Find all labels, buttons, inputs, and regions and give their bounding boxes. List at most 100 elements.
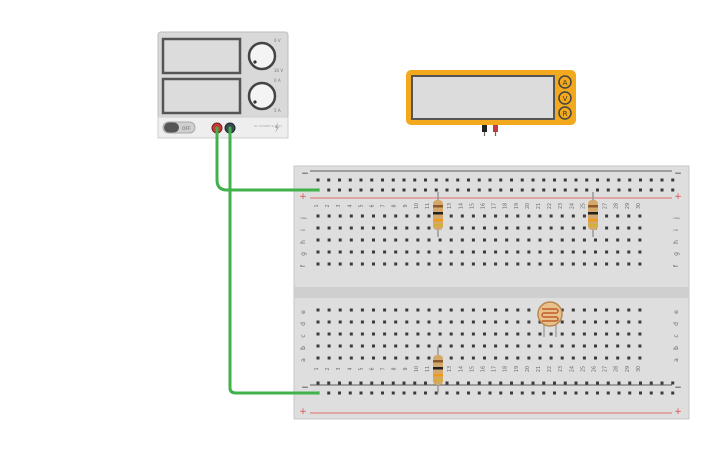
rail-hole[interactable]	[617, 381, 621, 385]
breadboard-hole[interactable]	[349, 238, 353, 242]
breadboard-hole[interactable]	[516, 250, 520, 254]
breadboard-hole[interactable]	[505, 332, 509, 336]
rail-hole[interactable]	[391, 178, 395, 182]
breadboard-hole[interactable]	[405, 332, 409, 336]
rail-hole[interactable]	[574, 391, 578, 395]
rail-hole[interactable]	[402, 178, 406, 182]
breadboard-hole[interactable]	[483, 226, 486, 230]
resistor-r2[interactable]	[588, 192, 598, 237]
rail-hole[interactable]	[467, 188, 470, 192]
breadboard-hole[interactable]	[549, 250, 553, 254]
breadboard-hole[interactable]	[627, 332, 631, 336]
breadboard-hole[interactable]	[438, 344, 442, 348]
breadboard-hole[interactable]	[560, 238, 564, 242]
breadboard-hole[interactable]	[571, 356, 575, 360]
breadboard-hole[interactable]	[505, 214, 509, 218]
breadboard-hole[interactable]	[394, 214, 398, 218]
breadboard-hole[interactable]	[638, 226, 642, 230]
breadboard-hole[interactable]	[594, 356, 597, 360]
rail-hole[interactable]	[488, 381, 492, 385]
rail-hole[interactable]	[520, 391, 524, 395]
breadboard-hole[interactable]	[383, 250, 387, 254]
breadboard-hole[interactable]	[372, 344, 375, 348]
breadboard-hole[interactable]	[427, 320, 431, 324]
breadboard-hole[interactable]	[516, 320, 520, 324]
breadboard-hole[interactable]	[571, 226, 575, 230]
breadboard-hole[interactable]	[527, 226, 531, 230]
rail-hole[interactable]	[563, 188, 567, 192]
breadboard-hole[interactable]	[494, 332, 498, 336]
rail-hole[interactable]	[617, 178, 621, 182]
breadboard-hole[interactable]	[616, 226, 620, 230]
rail-hole[interactable]	[370, 188, 374, 192]
photoresistor[interactable]	[537, 301, 563, 337]
rail-hole[interactable]	[381, 381, 384, 385]
breadboard-hole[interactable]	[383, 226, 387, 230]
rail-hole[interactable]	[628, 381, 632, 385]
breadboard-hole[interactable]	[394, 356, 398, 360]
breadboard-hole[interactable]	[360, 250, 364, 254]
breadboard-hole[interactable]	[349, 250, 353, 254]
breadboard-hole[interactable]	[449, 344, 453, 348]
breadboard-hole[interactable]	[360, 262, 364, 266]
rail-hole[interactable]	[445, 188, 449, 192]
breadboard-hole[interactable]	[605, 226, 609, 230]
rail-hole[interactable]	[338, 178, 341, 182]
rail-hole[interactable]	[348, 188, 352, 192]
rail-hole[interactable]	[359, 381, 363, 385]
breadboard-hole[interactable]	[372, 332, 375, 336]
breadboard-hole[interactable]	[427, 332, 431, 336]
rail-hole[interactable]	[542, 381, 546, 385]
breadboard-hole[interactable]	[527, 214, 531, 218]
rail-hole[interactable]	[316, 381, 320, 385]
breadboard-hole[interactable]	[449, 214, 453, 218]
breadboard-hole[interactable]	[549, 214, 553, 218]
breadboard-hole[interactable]	[505, 262, 509, 266]
breadboard-hole[interactable]	[438, 308, 442, 312]
breadboard-hole[interactable]	[360, 332, 364, 336]
breadboard-hole[interactable]	[471, 262, 475, 266]
breadboard-hole[interactable]	[505, 226, 509, 230]
rail-hole[interactable]	[413, 391, 417, 395]
rail-hole[interactable]	[359, 391, 363, 395]
rail-hole[interactable]	[327, 391, 331, 395]
rail-hole[interactable]	[477, 391, 481, 395]
breadboard-hole[interactable]	[582, 308, 586, 312]
breadboard-hole[interactable]	[316, 344, 320, 348]
breadboard-hole[interactable]	[349, 356, 353, 360]
breadboard-hole[interactable]	[372, 356, 375, 360]
rail-hole[interactable]	[585, 391, 589, 395]
breadboard-hole[interactable]	[627, 320, 631, 324]
breadboard-hole[interactable]	[449, 238, 453, 242]
breadboard-hole[interactable]	[527, 332, 531, 336]
rail-hole[interactable]	[617, 188, 621, 192]
rail-hole[interactable]	[499, 188, 503, 192]
multimeter-black-probe[interactable]	[482, 125, 487, 136]
breadboard-hole[interactable]	[349, 226, 353, 230]
breadboard-hole[interactable]	[372, 320, 375, 324]
breadboard-hole[interactable]	[516, 356, 520, 360]
breadboard-hole[interactable]	[349, 332, 353, 336]
breadboard-hole[interactable]	[316, 308, 320, 312]
breadboard-hole[interactable]	[405, 214, 409, 218]
current-knob[interactable]	[247, 81, 277, 111]
breadboard-hole[interactable]	[460, 344, 464, 348]
breadboard-hole[interactable]	[471, 320, 475, 324]
breadboard-hole[interactable]	[427, 250, 431, 254]
wire-negative[interactable]	[228, 126, 320, 395]
breadboard-hole[interactable]	[538, 262, 542, 266]
breadboard-hole[interactable]	[327, 226, 331, 230]
rail-hole[interactable]	[434, 188, 438, 192]
rail-hole[interactable]	[424, 178, 427, 182]
breadboard-hole[interactable]	[360, 344, 364, 348]
breadboard-hole[interactable]	[505, 238, 509, 242]
breadboard-hole[interactable]	[449, 320, 453, 324]
rail-hole[interactable]	[488, 391, 492, 395]
breadboard-hole[interactable]	[360, 320, 364, 324]
rail-hole[interactable]	[542, 178, 546, 182]
rail-hole[interactable]	[456, 391, 460, 395]
breadboard-hole[interactable]	[538, 214, 542, 218]
breadboard-hole[interactable]	[483, 214, 486, 218]
rail-hole[interactable]	[359, 178, 363, 182]
